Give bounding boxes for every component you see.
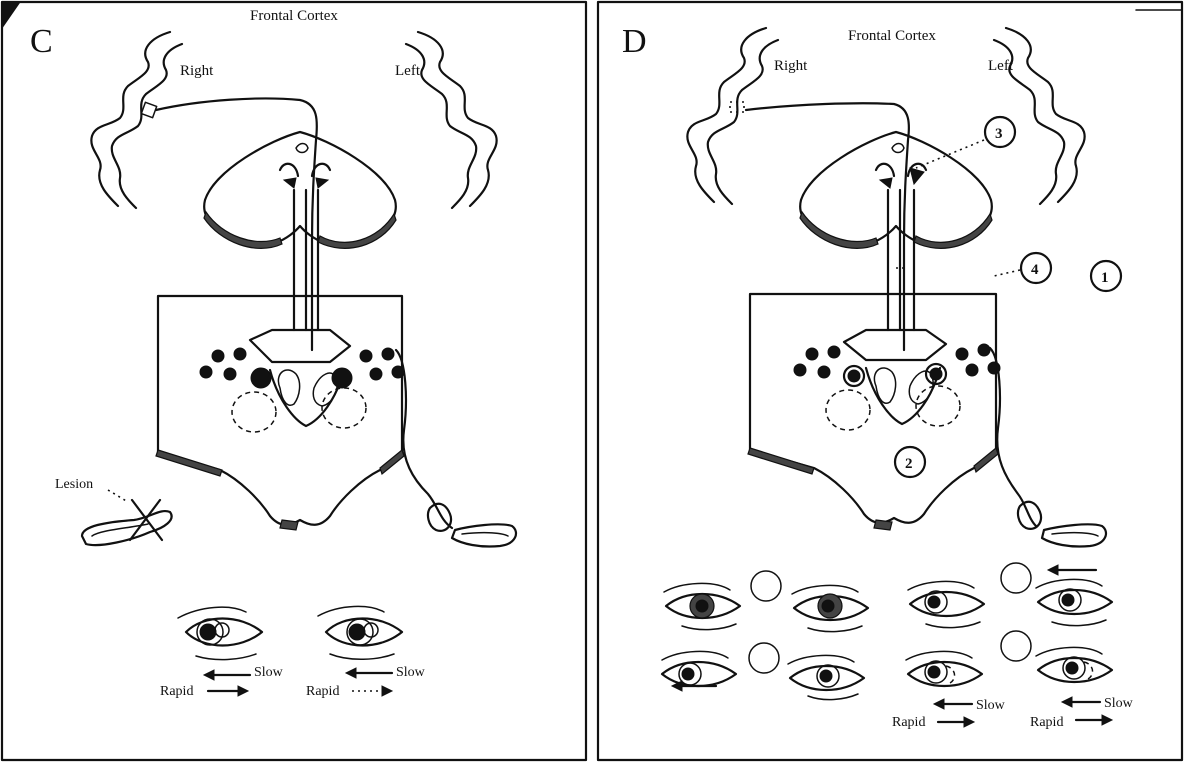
midbrain xyxy=(800,132,992,246)
midbrain-edge-shading-2 xyxy=(914,214,992,248)
ppRF-right xyxy=(322,388,366,428)
vestibular-nerve xyxy=(396,350,452,528)
rapid-label-left: Rapid xyxy=(160,684,193,699)
pons-shading-right xyxy=(380,450,404,474)
aqueduct xyxy=(296,144,308,153)
rapid-arrowhead-right xyxy=(1102,715,1112,725)
ppRF-left xyxy=(232,392,276,432)
rapid-arrowhead-left xyxy=(964,717,974,727)
target-circle-3 xyxy=(749,643,779,673)
eye-right xyxy=(318,606,402,659)
panel-letter: C xyxy=(30,23,53,60)
oculomotor-nucleus-fill xyxy=(284,178,328,188)
right-label: Right xyxy=(774,58,808,74)
eye-pair-3-right xyxy=(788,655,864,699)
marker-2-label: 2 xyxy=(905,456,913,472)
pons-shading-left xyxy=(748,448,814,474)
target-circle-1 xyxy=(751,571,781,601)
panel-d: D Frontal Cortex Right Left 3 4 1 xyxy=(596,0,1184,763)
panel-border xyxy=(2,2,586,760)
vestibular-nuclei-right xyxy=(956,344,1000,376)
facial-nerve-loop xyxy=(866,368,940,424)
mlf-left xyxy=(888,190,900,330)
pons-shading-right xyxy=(974,448,998,472)
fourth-ventricle xyxy=(844,330,946,360)
slow-label-left: Slow xyxy=(254,665,284,680)
slow-arrowhead-left xyxy=(934,699,944,709)
right-label: Right xyxy=(180,63,214,79)
rapid-arrowhead-right xyxy=(382,686,392,696)
rapid-label-right: Rapid xyxy=(1030,715,1063,730)
panel-d-diagram: D Frontal Cortex Right Left 3 4 1 xyxy=(596,0,1184,763)
cortical-neuron xyxy=(141,102,156,117)
panel-border xyxy=(598,2,1182,760)
corticobulbar-fiber xyxy=(156,98,317,350)
marker-4-pointer xyxy=(994,270,1020,276)
rapid-label-left: Rapid xyxy=(892,715,925,730)
eye-pair-1-left xyxy=(664,583,740,629)
corticobulbar-fiber xyxy=(746,103,909,350)
eye-pair-2-left xyxy=(908,581,984,627)
eye-arrowhead-top xyxy=(1048,565,1058,575)
marker-3-label: 3 xyxy=(995,126,1003,142)
marker-4-label: 4 xyxy=(1031,262,1039,278)
vestibular-ganglion xyxy=(428,504,451,531)
fourth-ventricle xyxy=(250,330,350,362)
eye-pair-4-right xyxy=(1036,647,1112,682)
midbrain xyxy=(204,132,396,246)
eye-left xyxy=(178,607,262,659)
vestibular-nuclei-left xyxy=(794,346,840,378)
aqueduct xyxy=(892,144,904,153)
rapid-label-right: Rapid xyxy=(306,684,339,699)
pons-shading-mid xyxy=(280,520,298,530)
slow-arrowhead-right xyxy=(1062,697,1072,707)
right-labyrinth-inner xyxy=(462,533,508,536)
slow-arrowhead-right xyxy=(346,668,356,678)
corner-mark xyxy=(2,2,20,28)
eye-pair-4-left xyxy=(906,651,982,686)
abducens-nucleus-left xyxy=(251,368,271,388)
right-cortex-gyri xyxy=(91,32,182,208)
midbrain-edge-shading-2 xyxy=(318,214,396,248)
left-cortex-gyri xyxy=(406,32,497,208)
abducens-nucleus-right-core xyxy=(930,368,942,380)
panel-letter: D xyxy=(622,23,647,60)
eye-pair-2-right xyxy=(1036,579,1112,625)
oculomotor-nucleus-fill xyxy=(880,168,924,188)
left-label: Left xyxy=(395,63,421,79)
left-cortex-gyri xyxy=(994,28,1085,204)
ppRF-left xyxy=(826,390,870,430)
target-circle-2 xyxy=(1001,563,1031,593)
abducens-nucleus-right xyxy=(332,368,352,388)
right-labyrinth-inner xyxy=(1052,533,1098,536)
mlf-left xyxy=(294,190,306,330)
oculomotor-nuclei xyxy=(280,164,330,176)
target-circle-4 xyxy=(1001,631,1031,661)
facial-colliculus-right xyxy=(909,371,933,404)
vestibular-nuclei-left xyxy=(200,348,246,380)
rapid-arrowhead-left xyxy=(238,686,248,696)
slow-label-right: Slow xyxy=(396,665,426,680)
slow-label-left: Slow xyxy=(976,698,1006,713)
midbrain-edge-shading xyxy=(204,212,282,248)
lesion-label: Lesion xyxy=(55,477,93,492)
midbrain-edge-shading xyxy=(800,212,878,248)
slow-label-right: Slow xyxy=(1104,696,1134,711)
panel-c: C Frontal Cortex Right Left xyxy=(0,0,588,763)
pons-shading-left xyxy=(156,450,222,476)
lesion-pointer xyxy=(108,490,128,502)
slow-arrowhead-left xyxy=(204,670,214,680)
frontal-cortex-label: Frontal Cortex xyxy=(848,28,936,44)
eye-pair-1-right xyxy=(792,585,868,631)
right-cortex-gyri xyxy=(687,28,778,204)
frontal-cortex-label: Frontal Cortex xyxy=(250,8,338,24)
pons-shading-mid xyxy=(874,520,892,530)
eye-pair-3-left xyxy=(662,651,736,686)
abducens-nucleus-left-core xyxy=(848,370,860,382)
marker-1-label: 1 xyxy=(1101,270,1109,286)
panel-c-diagram: C Frontal Cortex Right Left xyxy=(0,0,588,763)
